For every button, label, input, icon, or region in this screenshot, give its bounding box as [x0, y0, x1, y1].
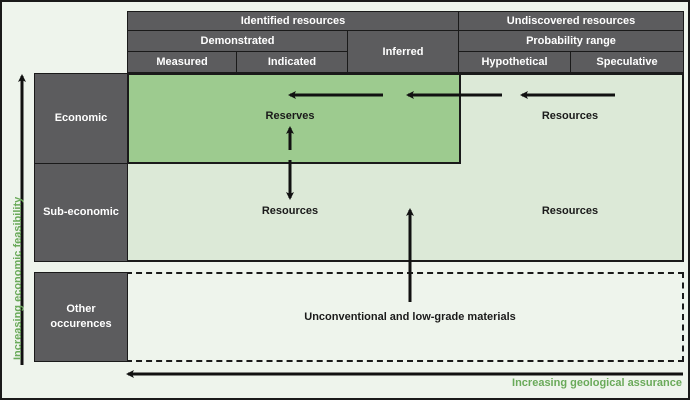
other-materials-label: Unconventional and low-grade materials	[304, 311, 516, 323]
header-identified-resources: Identified resources	[127, 11, 459, 31]
economic-resources-label: Resources	[541, 110, 599, 122]
sub-economic-undiscovered-resources-label: Resources	[541, 205, 599, 217]
header-undiscovered-resources: Undiscovered resources	[458, 11, 684, 31]
header-speculative: Speculative	[570, 51, 684, 73]
row-label-other-occurences: Other occurences	[34, 272, 128, 362]
header-measured: Measured	[127, 51, 237, 73]
header-hypothetical: Hypothetical	[458, 51, 571, 73]
header-indicated: Indicated	[236, 51, 348, 73]
row-label-sub-economic: Sub-economic	[34, 163, 128, 262]
reserves-box	[127, 73, 461, 164]
other-occurences-area	[126, 272, 684, 362]
reserves-label: Reserves	[265, 110, 315, 122]
sub-economic-identified-resources-label: Resources	[261, 205, 319, 217]
axis-label-economic-feasibility: Increasing economic feasibility	[12, 196, 24, 360]
axis-label-geological-assurance: Increasing geological assurance	[512, 377, 682, 389]
